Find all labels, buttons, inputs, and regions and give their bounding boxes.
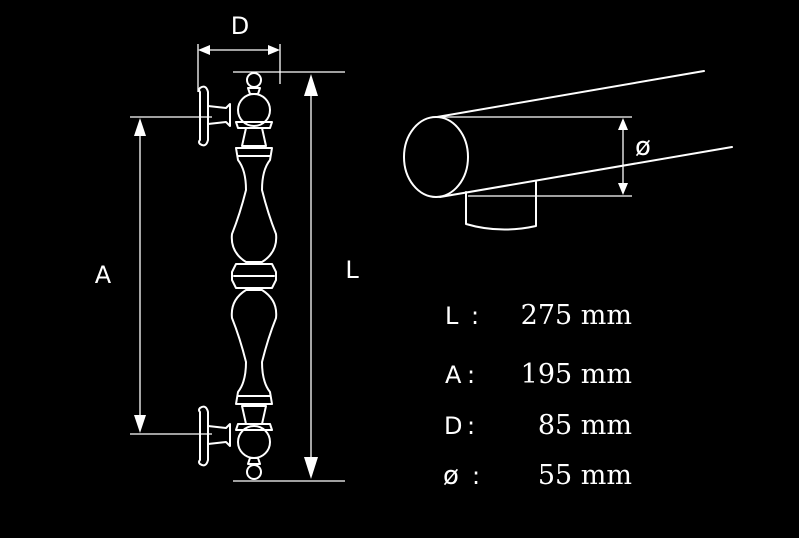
svg-text:ø: ø (443, 461, 459, 491)
upper-baluster (230, 147, 278, 263)
svg-text::: : (471, 302, 479, 330)
top-taper (241, 127, 267, 147)
center-ring (231, 263, 277, 289)
svg-text::: : (467, 412, 475, 440)
bottom-finial-knob (246, 464, 262, 480)
dimension-a: A (95, 116, 212, 435)
handle-front-view (198, 72, 278, 480)
spec-row-depth: D : 85 mm (444, 410, 632, 441)
dimension-d: D (197, 12, 281, 92)
bar-top-edge (436, 70, 705, 118)
svg-text:275 mm: 275 mm (521, 300, 632, 331)
bar-bottom-edge (439, 146, 733, 198)
spec-row-length: L : 275 mm (445, 300, 632, 331)
dimension-a-label: A (95, 261, 112, 289)
top-mount-stem (207, 103, 231, 127)
dimension-d-label: D (231, 12, 249, 40)
spec-row-diameter: ø : 55 mm (443, 460, 632, 491)
top-mount-rosette (198, 85, 209, 147)
top-finial-knob (246, 72, 262, 88)
svg-text:D: D (444, 412, 462, 440)
bottom-mount-rosette (198, 405, 209, 467)
bottom-finial-neck (247, 457, 261, 465)
bar-mount-post (465, 181, 537, 231)
dimension-diameter-label: ø (635, 132, 651, 162)
bar-end-cap (403, 116, 469, 198)
spec-table: L : 275 mm A : 195 mm D : 85 mm ø : 55 m… (443, 300, 632, 491)
bottom-collar (235, 423, 273, 431)
svg-text:L: L (445, 302, 459, 330)
bottom-mount-stem (207, 423, 231, 447)
dimension-l: L (233, 71, 359, 482)
svg-text::: : (472, 462, 480, 490)
top-ball (237, 93, 271, 127)
svg-text:195 mm: 195 mm (521, 359, 632, 390)
svg-text:85 mm: 85 mm (538, 410, 632, 441)
svg-text:55 mm: 55 mm (538, 460, 632, 491)
spec-row-centers: A : 195 mm (445, 359, 632, 390)
bottom-taper (241, 405, 267, 425)
svg-text::: : (467, 361, 475, 389)
dimension-l-label: L (345, 256, 359, 284)
top-collar (235, 121, 273, 129)
lower-baluster (230, 289, 278, 405)
svg-text:A: A (445, 361, 462, 389)
bar-side-view: ø (403, 70, 733, 231)
